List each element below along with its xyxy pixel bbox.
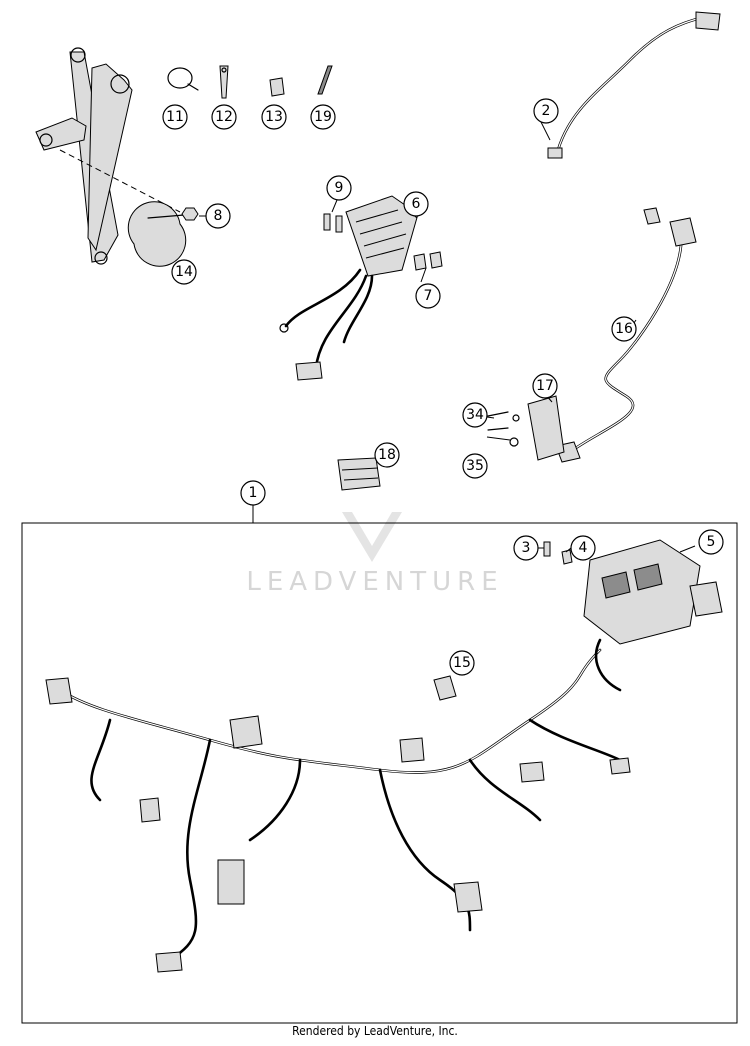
bracket-assembly bbox=[35, 47, 197, 267]
connector-block bbox=[337, 457, 381, 491]
callout-label: 15 bbox=[453, 655, 471, 671]
footer-credit: Rendered by LeadVenture, Inc. bbox=[292, 1024, 458, 1038]
callout-label: 35 bbox=[466, 458, 484, 474]
callout-7[interactable]: 7 bbox=[415, 283, 441, 309]
watermark: LEADVENTURE bbox=[246, 512, 503, 597]
screws bbox=[487, 411, 520, 447]
callout-9[interactable]: 9 bbox=[326, 175, 352, 201]
callout-2[interactable]: 2 bbox=[533, 98, 559, 124]
callout-label: 34 bbox=[466, 407, 484, 423]
callout-17[interactable]: 17 bbox=[532, 373, 558, 399]
callout-5[interactable]: 5 bbox=[698, 529, 724, 555]
callout-label: 7 bbox=[424, 288, 433, 304]
callout-34[interactable]: 34 bbox=[462, 402, 488, 428]
cable-tie bbox=[167, 67, 199, 91]
callout-4[interactable]: 4 bbox=[570, 535, 596, 561]
clip-pair bbox=[413, 251, 443, 271]
callout-label: 11 bbox=[166, 109, 184, 125]
fuse-4 bbox=[561, 549, 573, 565]
callout-label: 4 bbox=[579, 540, 588, 556]
callout-label: 9 bbox=[335, 180, 344, 196]
callout-14[interactable]: 14 bbox=[171, 259, 197, 285]
callout-1[interactable]: 1 bbox=[240, 480, 266, 506]
callout-label: 8 bbox=[214, 208, 223, 224]
terminal-pair bbox=[323, 213, 343, 233]
callout-13[interactable]: 13 bbox=[261, 104, 287, 130]
fuse-holder bbox=[269, 77, 285, 97]
fuse-box-assembly bbox=[583, 539, 723, 692]
cable-harness-2 bbox=[547, 11, 721, 159]
fuse-3 bbox=[543, 541, 551, 557]
watermark-text: LEADVENTURE bbox=[246, 567, 503, 597]
hex-nut bbox=[181, 207, 199, 221]
callout-label: 6 bbox=[412, 196, 421, 212]
pin bbox=[317, 65, 333, 95]
callout-11[interactable]: 11 bbox=[162, 104, 188, 130]
clip-strap bbox=[219, 65, 229, 99]
callout-label: 12 bbox=[215, 109, 233, 125]
callout-label: 3 bbox=[522, 540, 531, 556]
callout-16[interactable]: 16 bbox=[611, 316, 637, 342]
callout-label: 19 bbox=[314, 109, 332, 125]
callout-label: 16 bbox=[615, 321, 633, 337]
regulator bbox=[279, 195, 419, 381]
callout-label: 18 bbox=[378, 447, 396, 463]
callout-8[interactable]: 8 bbox=[205, 203, 231, 229]
cable-harness-16 bbox=[555, 207, 697, 463]
callout-3[interactable]: 3 bbox=[513, 535, 539, 561]
callout-15[interactable]: 15 bbox=[449, 650, 475, 676]
callout-35[interactable]: 35 bbox=[462, 453, 488, 479]
callout-label: 13 bbox=[265, 109, 283, 125]
callout-label: 5 bbox=[707, 534, 716, 550]
connector-15 bbox=[433, 675, 457, 701]
callout-12[interactable]: 12 bbox=[211, 104, 237, 130]
bracket-17 bbox=[527, 395, 565, 461]
main-wiring-harness bbox=[45, 648, 631, 973]
callout-19[interactable]: 19 bbox=[310, 104, 336, 130]
callout-label: 2 bbox=[542, 103, 551, 119]
callout-label: 1 bbox=[249, 485, 258, 501]
callout-label: 14 bbox=[175, 264, 193, 280]
callout-6[interactable]: 6 bbox=[403, 191, 429, 217]
callout-label: 17 bbox=[536, 378, 554, 394]
callout-18[interactable]: 18 bbox=[374, 442, 400, 468]
